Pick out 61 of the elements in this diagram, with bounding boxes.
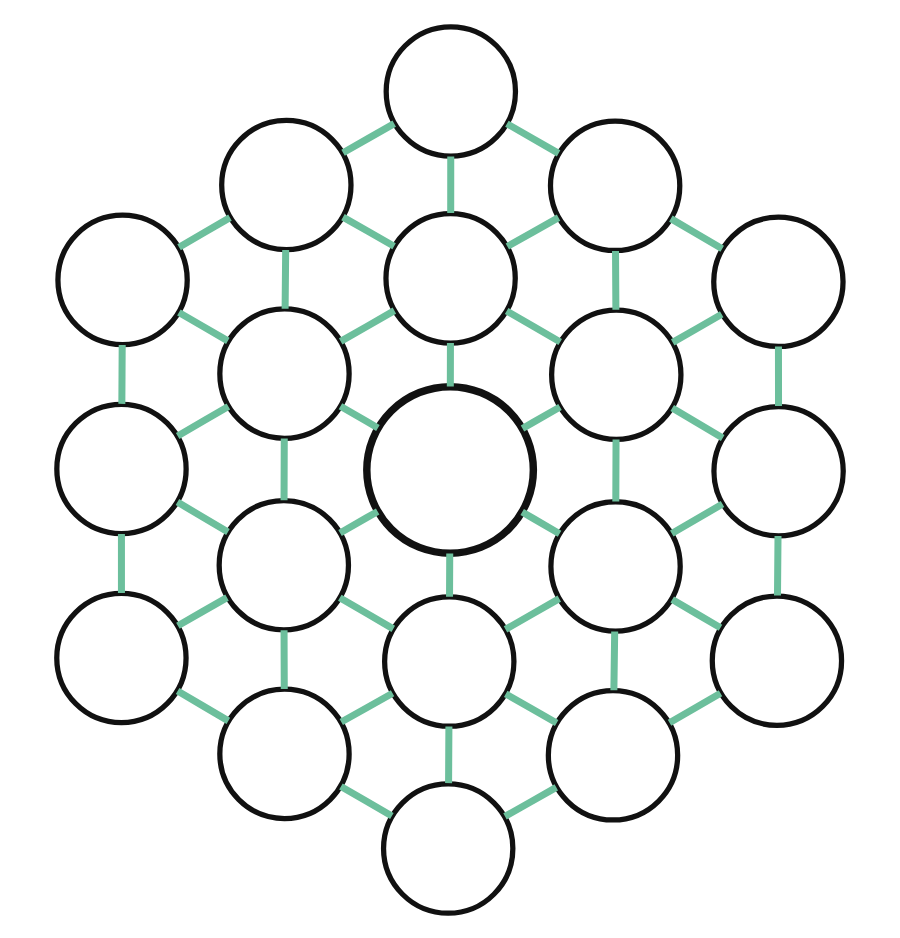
node-circle [711,213,846,349]
connector [612,249,620,309]
connector [280,437,288,500]
connector [176,593,229,628]
connector [341,213,396,249]
connector [177,213,232,250]
connector [520,402,562,431]
connector [175,687,231,723]
node-circle [547,117,683,253]
connector [339,689,395,725]
connector [670,595,723,630]
node-circle [54,589,189,725]
connector [774,345,783,406]
node-circle [55,211,190,347]
connector [520,507,562,536]
connector [447,155,455,212]
node-circle [219,116,354,252]
node-circle [548,498,683,633]
connector [117,533,125,592]
connector [339,782,394,818]
node-circle [217,685,352,821]
connector [503,594,561,632]
connector [338,402,380,430]
connector [175,402,231,439]
connector [504,306,562,345]
connector [446,342,454,386]
connector [504,689,559,726]
connector [670,310,724,345]
node-circle [711,402,846,538]
connector [669,214,724,251]
connector [670,404,725,441]
connector [670,499,725,536]
connector [341,119,396,155]
connector [446,552,454,596]
connector [177,308,230,343]
node-circle [380,780,516,915]
node-circle [217,305,352,440]
node-circle [549,306,684,441]
connector [610,630,619,690]
connector [774,534,782,595]
connector [445,725,453,783]
connector [281,249,290,308]
connector [118,344,126,403]
connector [612,438,620,501]
connector [338,507,380,535]
node-circle [363,381,538,556]
connector [338,306,397,344]
node-circle [383,23,519,158]
connector [505,119,561,156]
connector [338,593,396,631]
node-circle [545,687,681,822]
node-circle [382,593,517,728]
node-circle [54,400,189,536]
connector [503,783,558,819]
connector [667,689,723,725]
node-circle [383,210,518,345]
connector [280,629,288,688]
connector [505,213,561,249]
connector [175,498,230,535]
node-circle [709,592,845,727]
node-circle [216,496,352,632]
